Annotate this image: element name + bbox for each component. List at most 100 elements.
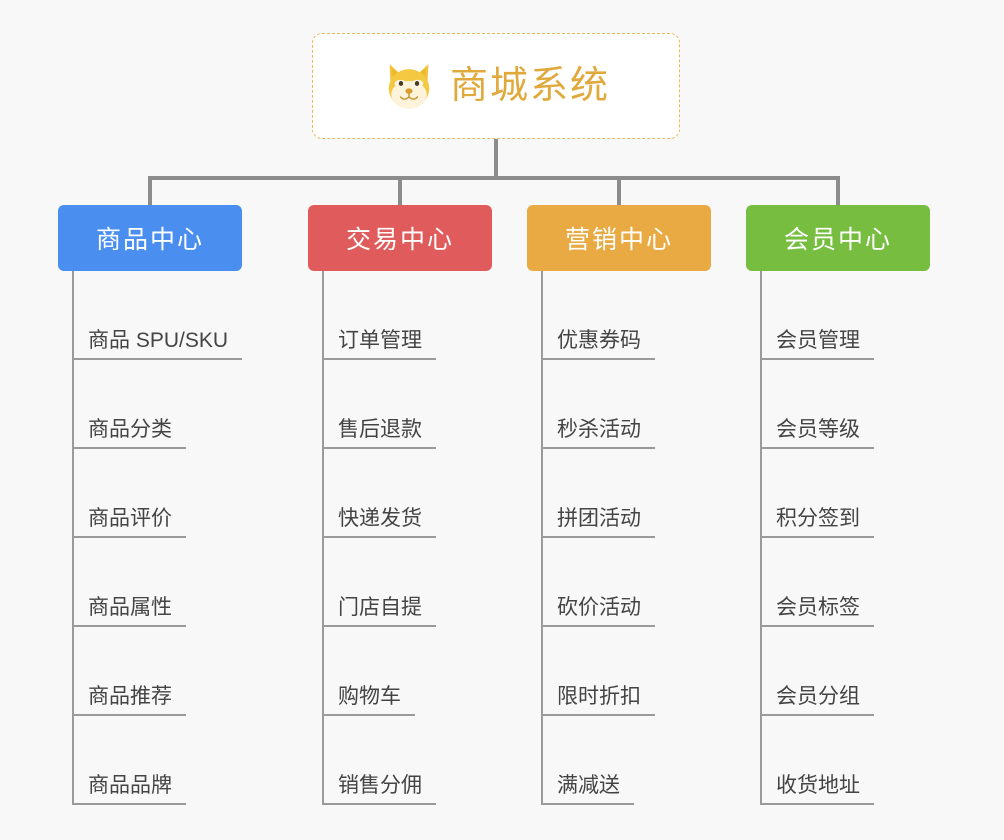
leaf-label: 会员分组 (776, 684, 860, 708)
leaf-trunk-line (760, 271, 762, 805)
leaf-underline (541, 536, 655, 538)
leaf-item[interactable]: 积分签到 (746, 449, 930, 538)
leaf-list-trade: 订单管理 售后退款 快递发货 门店自提 购物车 销售分佣 (308, 271, 492, 805)
leaf-label: 砍价活动 (557, 595, 641, 619)
leaf-label: 快递发货 (338, 506, 422, 530)
leaf-label: 售后退款 (338, 417, 422, 441)
connector-drop-1 (398, 176, 402, 205)
leaf-underline (72, 803, 186, 805)
category-header-label: 商品中心 (95, 226, 204, 254)
leaf-underline (760, 714, 874, 716)
leaf-label: 收货地址 (776, 773, 860, 797)
leaf-underline (322, 447, 436, 449)
leaf-label: 会员管理 (776, 328, 860, 352)
leaf-item[interactable]: 商品属性 (58, 538, 242, 627)
leaf-item[interactable]: 秒杀活动 (527, 360, 711, 449)
leaf-label: 订单管理 (338, 328, 422, 352)
leaf-label: 商品属性 (88, 595, 172, 619)
leaf-item[interactable]: 商品分类 (58, 360, 242, 449)
category-header-label: 营销中心 (564, 226, 673, 254)
leaf-underline (760, 625, 874, 627)
leaf-item[interactable]: 满减送 (527, 716, 711, 805)
leaf-underline (72, 358, 242, 360)
leaf-label: 优惠券码 (557, 328, 641, 352)
leaf-label: 销售分佣 (338, 773, 422, 797)
leaf-item[interactable]: 快递发货 (308, 449, 492, 538)
category-column-member: 会员中心 会员管理 会员等级 积分签到 会员标签 会员分组 (746, 205, 930, 805)
leaf-trunk-line (541, 271, 543, 805)
root-node[interactable]: 商城系统 (312, 33, 680, 139)
leaf-underline (760, 358, 874, 360)
leaf-underline (541, 625, 655, 627)
category-header-label: 交易中心 (345, 226, 454, 254)
leaf-label: 购物车 (338, 684, 401, 708)
leaf-item[interactable]: 优惠券码 (527, 271, 711, 360)
leaf-label: 会员标签 (776, 595, 860, 619)
leaf-underline (72, 536, 186, 538)
shiba-dog-face-icon (388, 64, 430, 109)
category-header-product[interactable]: 商品中心 (58, 205, 242, 271)
leaf-item[interactable]: 购物车 (308, 627, 492, 716)
leaf-underline (322, 803, 436, 805)
leaf-trunk-line (322, 271, 324, 805)
leaf-item[interactable]: 会员标签 (746, 538, 930, 627)
leaf-underline (322, 714, 415, 716)
category-header-trade[interactable]: 交易中心 (308, 205, 492, 271)
leaf-item[interactable]: 销售分佣 (308, 716, 492, 805)
leaf-label: 门店自提 (338, 595, 422, 619)
category-column-trade: 交易中心 订单管理 售后退款 快递发货 门店自提 购物车 (308, 205, 492, 805)
leaf-item[interactable]: 商品推荐 (58, 627, 242, 716)
leaf-list-marketing: 优惠券码 秒杀活动 拼团活动 砍价活动 限时折扣 满减送 (527, 271, 711, 805)
leaf-underline (322, 536, 436, 538)
leaf-item[interactable]: 商品评价 (58, 449, 242, 538)
leaf-underline (541, 714, 655, 716)
leaf-underline (72, 625, 186, 627)
leaf-list-product: 商品 SPU/SKU 商品分类 商品评价 商品属性 商品推荐 商品品牌 (58, 271, 242, 805)
leaf-item[interactable]: 收货地址 (746, 716, 930, 805)
leaf-label: 秒杀活动 (557, 417, 641, 441)
leaf-item[interactable]: 商品品牌 (58, 716, 242, 805)
connector-drop-2 (617, 176, 621, 205)
category-header-member[interactable]: 会员中心 (746, 205, 930, 271)
leaf-underline (760, 447, 874, 449)
leaf-label: 商品 SPU/SKU (88, 328, 229, 352)
leaf-item[interactable]: 拼团活动 (527, 449, 711, 538)
leaf-label: 积分签到 (776, 506, 860, 530)
leaf-underline (760, 536, 874, 538)
leaf-item[interactable]: 门店自提 (308, 538, 492, 627)
leaf-underline (541, 447, 655, 449)
leaf-label: 满减送 (557, 773, 620, 797)
connector-drop-3 (836, 176, 840, 205)
category-header-label: 会员中心 (783, 226, 892, 254)
leaf-underline (541, 358, 655, 360)
leaf-item[interactable]: 订单管理 (308, 271, 492, 360)
connector-drop-0 (148, 176, 152, 205)
leaf-underline (72, 714, 186, 716)
category-column-marketing: 营销中心 优惠券码 秒杀活动 拼团活动 砍价活动 限时折扣 (527, 205, 711, 805)
leaf-item[interactable]: 限时折扣 (527, 627, 711, 716)
leaf-label: 限时折扣 (557, 684, 641, 708)
connector-horizontal-bus (148, 176, 840, 180)
leaf-underline (72, 447, 186, 449)
leaf-underline (541, 803, 634, 805)
leaf-item[interactable]: 砍价活动 (527, 538, 711, 627)
leaf-item[interactable]: 售后退款 (308, 360, 492, 449)
leaf-label: 商品评价 (88, 506, 172, 530)
leaf-item[interactable]: 会员管理 (746, 271, 930, 360)
category-column-product: 商品中心 商品 SPU/SKU 商品分类 商品评价 商品属性 商品推荐 (58, 205, 242, 805)
leaf-label: 商品品牌 (88, 773, 172, 797)
category-header-marketing[interactable]: 营销中心 (527, 205, 711, 271)
leaf-label: 拼团活动 (557, 506, 641, 530)
leaf-underline (760, 803, 874, 805)
leaf-label: 商品推荐 (88, 684, 172, 708)
leaf-label: 会员等级 (776, 417, 860, 441)
leaf-label: 商品分类 (88, 417, 172, 441)
leaf-item[interactable]: 商品 SPU/SKU (58, 271, 242, 360)
leaf-list-member: 会员管理 会员等级 积分签到 会员标签 会员分组 收货地址 (746, 271, 930, 805)
leaf-underline (322, 358, 436, 360)
leaf-trunk-line (72, 271, 74, 805)
root-title: 商城系统 (449, 65, 610, 107)
leaf-item[interactable]: 会员等级 (746, 360, 930, 449)
leaf-item[interactable]: 会员分组 (746, 627, 930, 716)
